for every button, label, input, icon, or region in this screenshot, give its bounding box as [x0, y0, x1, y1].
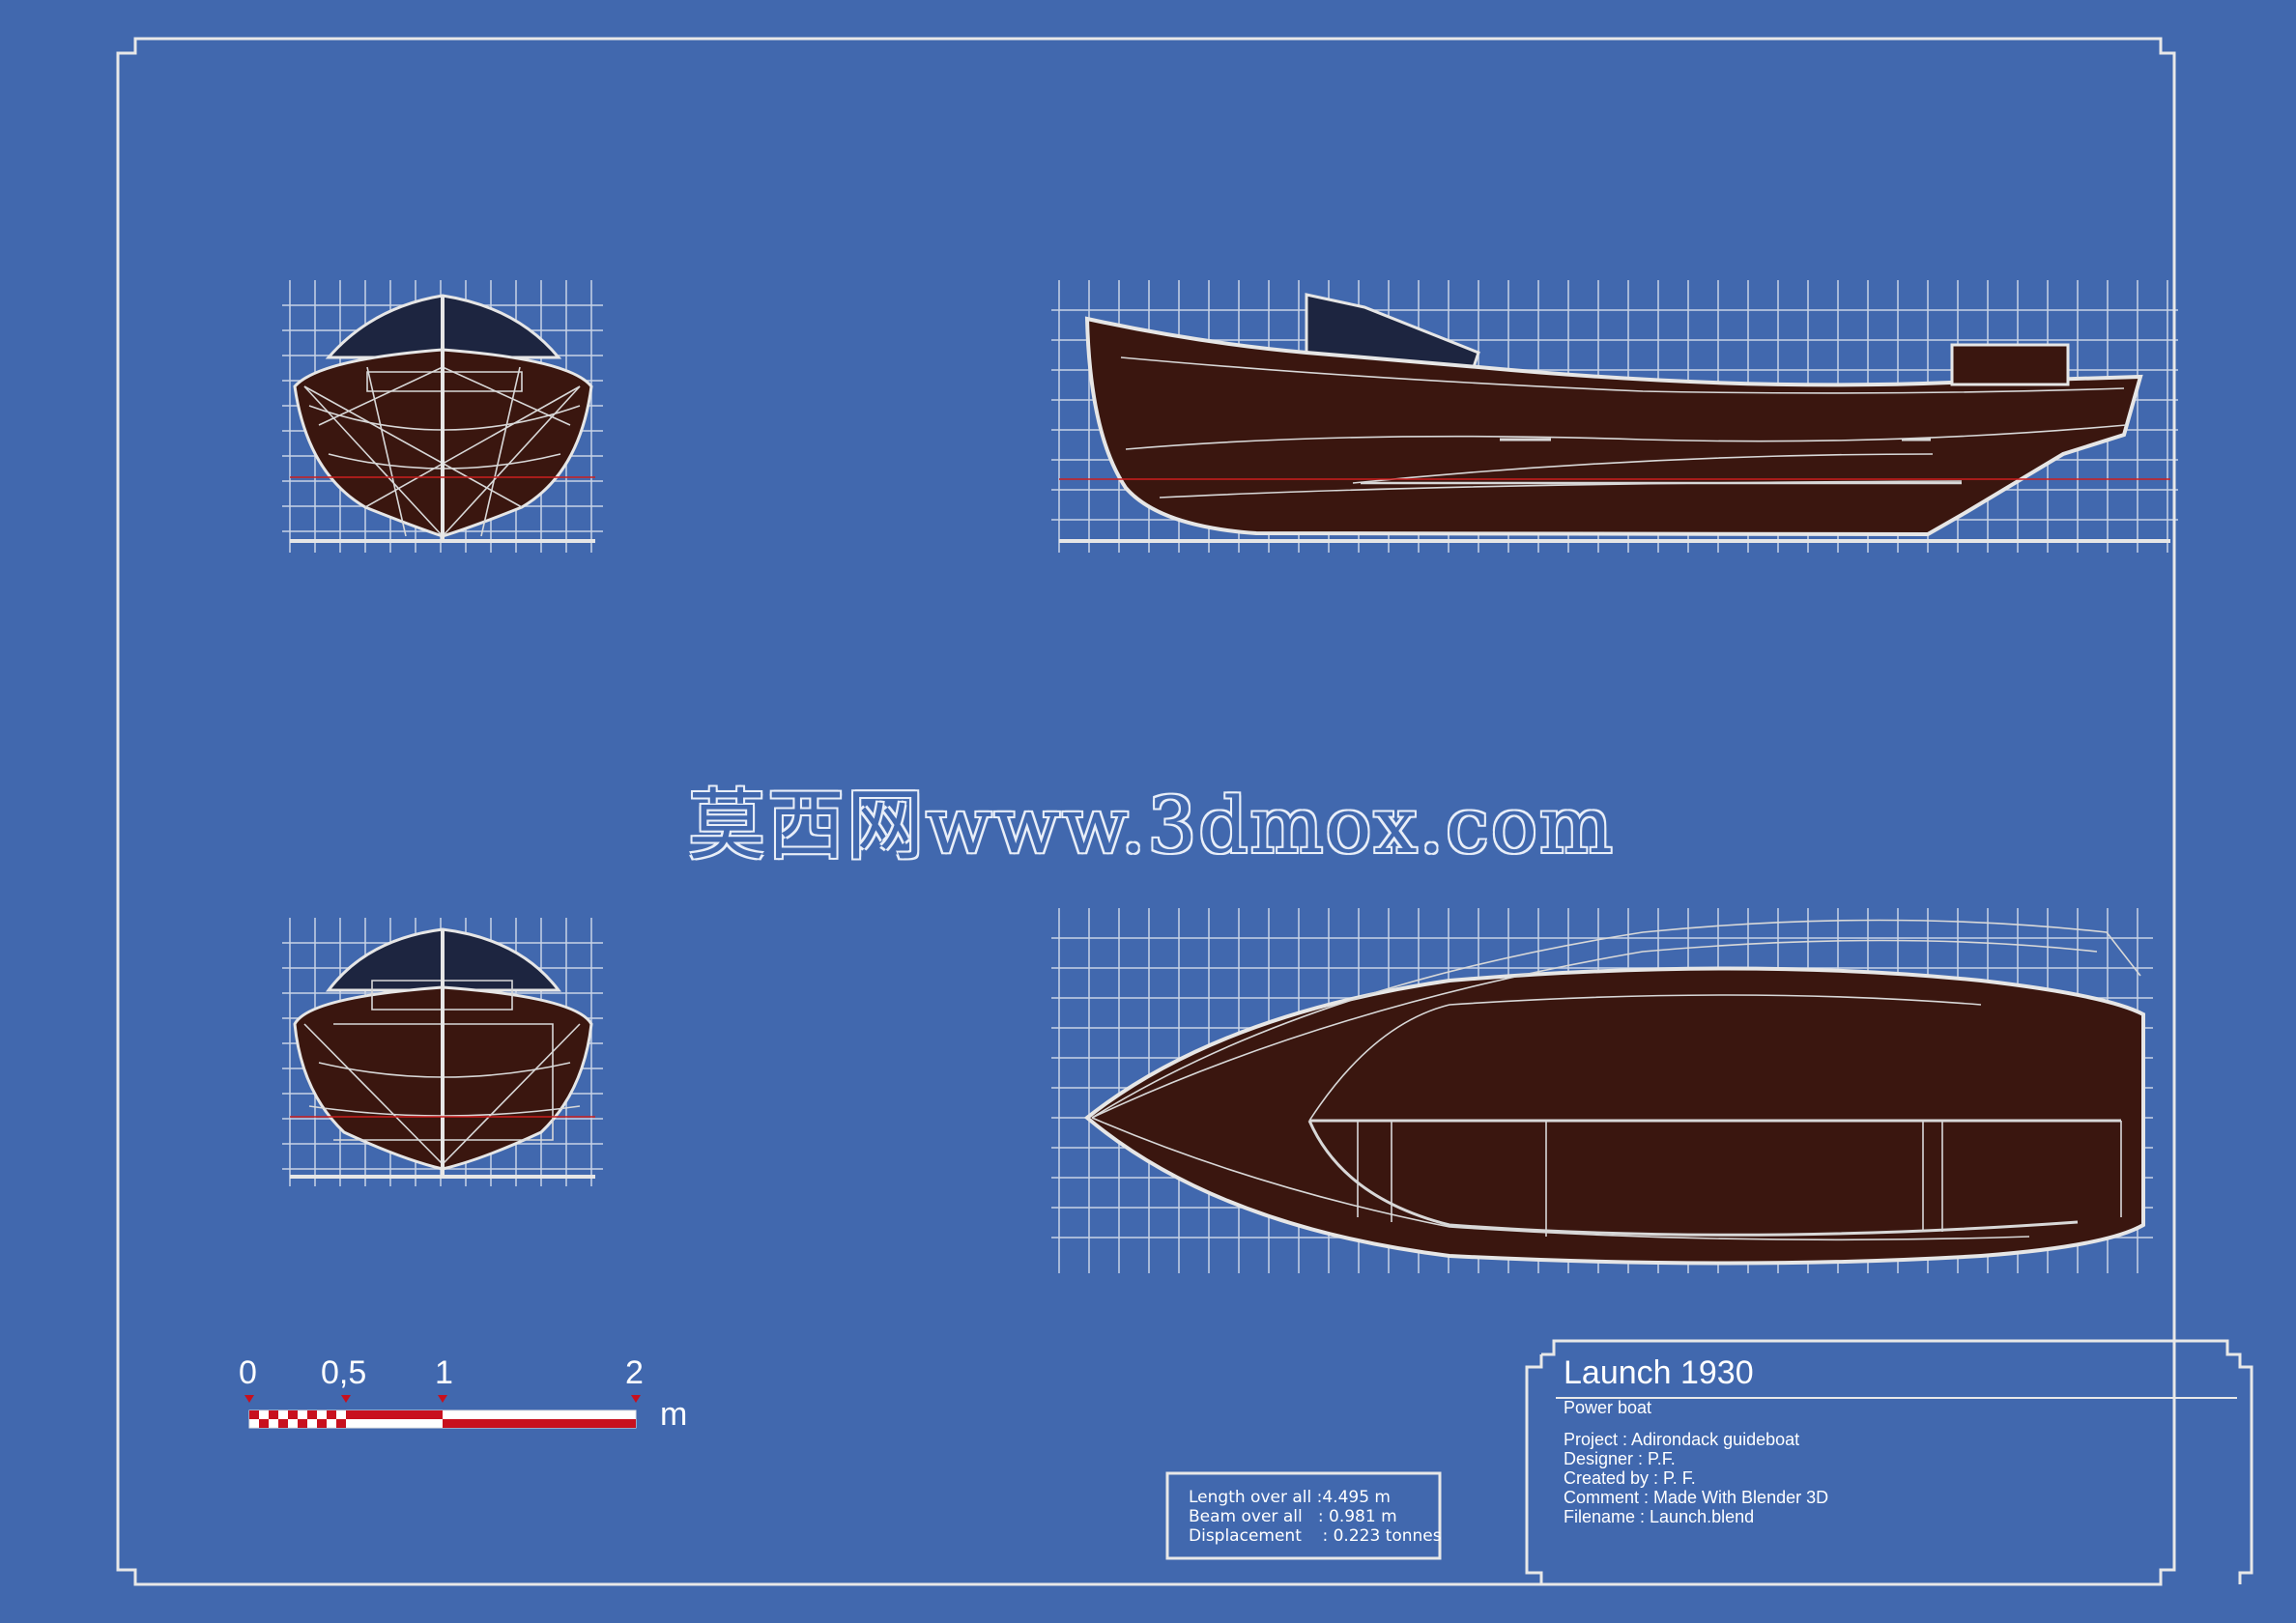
title-block-designer: Designer : P.F. [1564, 1449, 1676, 1468]
plan-view-hull [1083, 966, 2145, 1266]
plan-view-body-lines [1091, 919, 2141, 1241]
scale-unit: m [660, 1396, 688, 1433]
watermark: 莫西网www.3dmox.com [688, 781, 1615, 870]
title-block-filename: Filename : Launch.blend [1564, 1507, 1755, 1526]
scale-label-0-5: 0,5 [321, 1354, 367, 1391]
title-block-frame [1525, 1339, 2253, 1584]
sheet-border [116, 37, 2176, 1586]
title-block-created-by: Created by : P. F. [1564, 1468, 1696, 1488]
scale-label-2: 2 [625, 1354, 644, 1391]
spec-displacement: Displacement : 0.223 tonnes [1189, 1526, 1442, 1546]
title-block-comment: Comment : Made With Blender 3D [1564, 1488, 1829, 1507]
side-view [1051, 280, 2178, 553]
rear-view [282, 918, 603, 1186]
side-view-body-lines [1120, 356, 2127, 498]
front-view [282, 280, 603, 553]
spec-beam: Beam over all : 0.981 m [1189, 1507, 1397, 1526]
plan-view [1051, 908, 2153, 1273]
scale-bar-checkers [249, 1410, 636, 1428]
scale-bar-ticks [244, 1395, 641, 1403]
side-view-hull [1084, 316, 2143, 537]
spec-length: Length over all :4.495 m [1189, 1488, 1391, 1507]
title-block-project: Project : Adirondack guideboat [1564, 1430, 1800, 1449]
scale-bar [244, 1395, 641, 1429]
side-view-stern-box [1950, 343, 2070, 386]
drawing-title: Launch 1930 [1564, 1354, 1754, 1391]
specs-box [1165, 1471, 1442, 1560]
scale-label-1: 1 [435, 1354, 453, 1391]
scale-label-0: 0 [239, 1354, 257, 1391]
drawing-subtitle: Power boat [1564, 1398, 1652, 1417]
